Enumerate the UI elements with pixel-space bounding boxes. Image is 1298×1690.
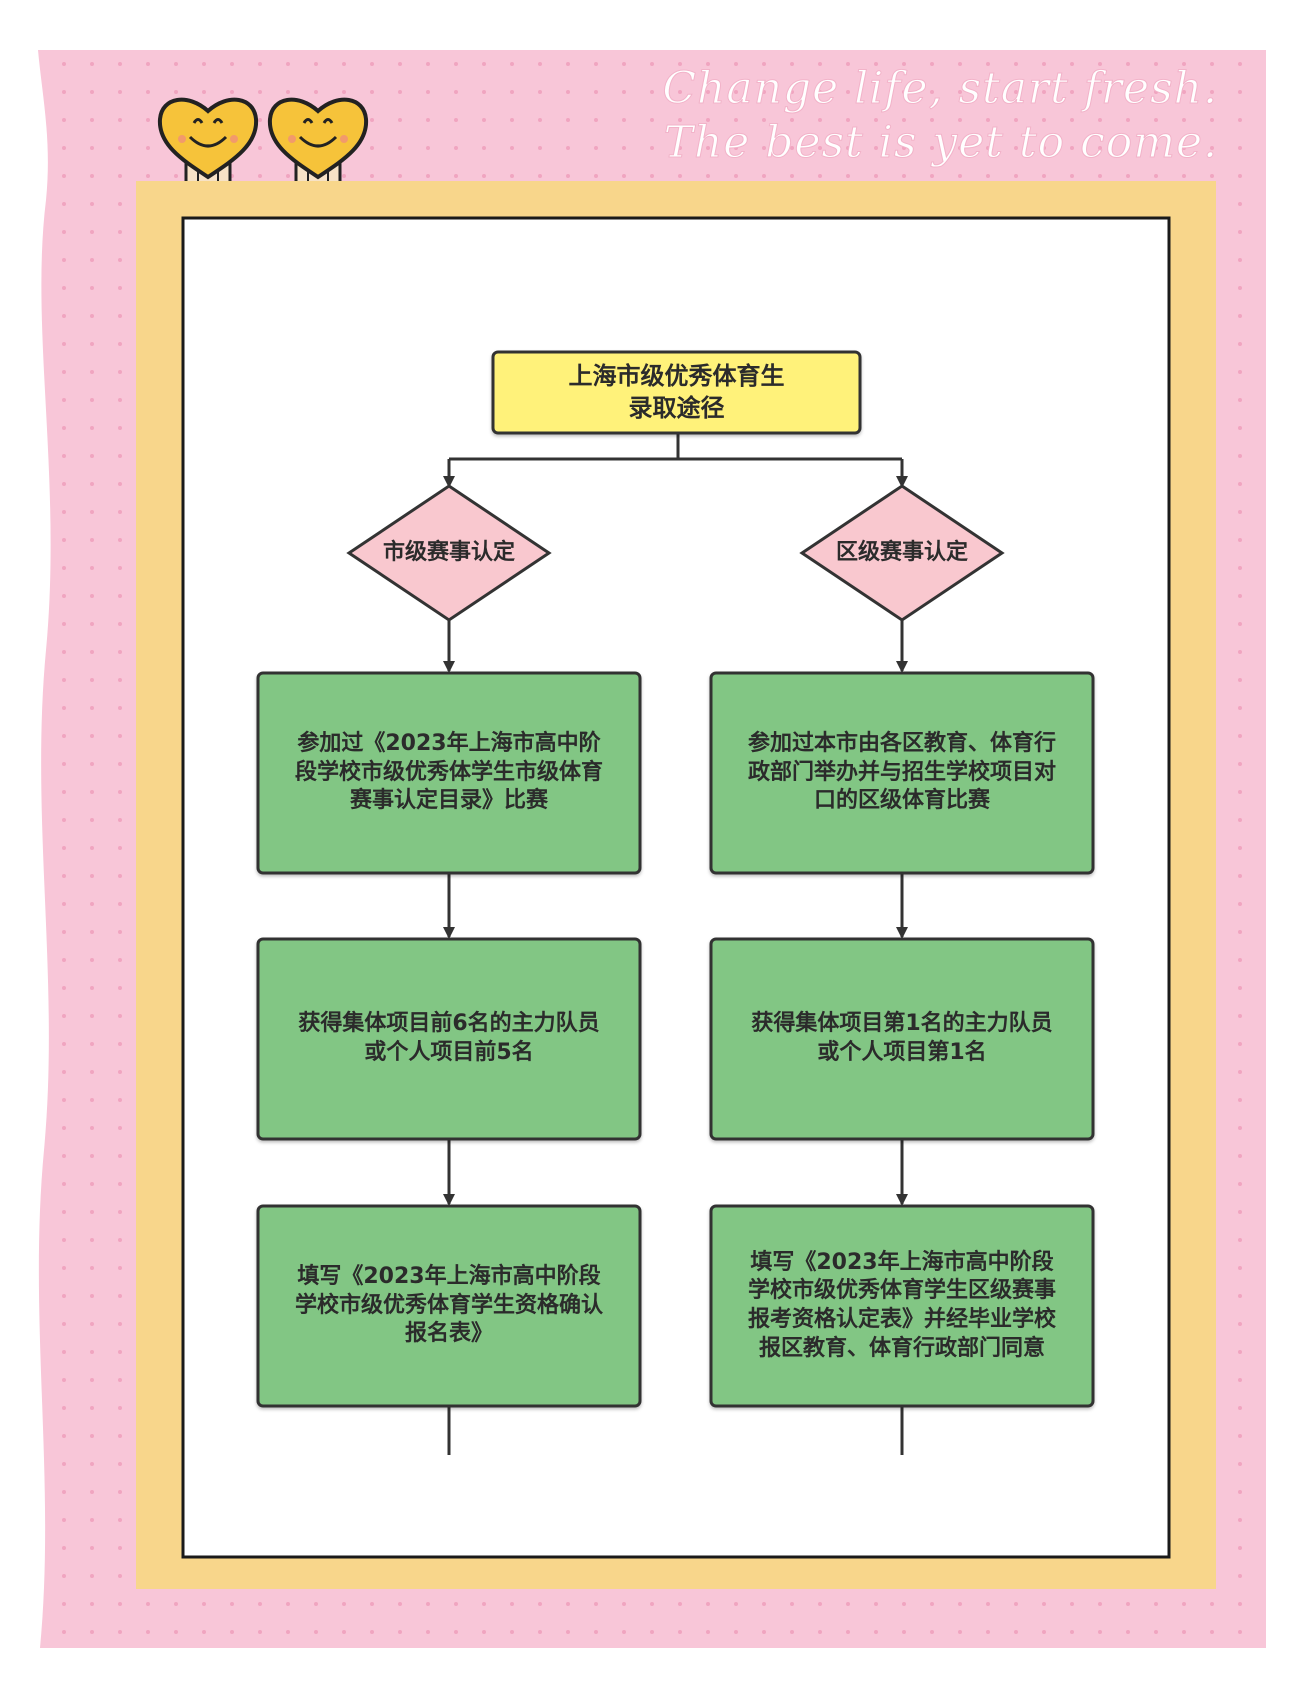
left-step-3-label: 填写《2023年上海市高中阶段 学校市级优秀体育学生资格确认 报名表》 <box>294 1264 603 1347</box>
decision-node-district: 区级赛事认定 <box>799 484 1005 622</box>
decision-node-district-label: 区级赛事认定 <box>835 539 968 565</box>
title-node-label: 上海市级优秀体育生 录取途径 <box>568 362 785 422</box>
slogan: Change life, start fresh. The best is ye… <box>662 63 1218 169</box>
right-step-3-label: 填写《2023年上海市高中阶段 学校市级优秀体育学生区级赛事 报考资格认定表》并… <box>747 1249 1056 1361</box>
left-step-3: 填写《2023年上海市高中阶段 学校市级优秀体育学生资格确认 报名表》 <box>256 1204 642 1408</box>
right-step-1-label: 参加过本市由各区教育、体育行 政部门举办并与招生学校项目对 口的区级体育比赛 <box>747 731 1056 814</box>
right-step-2: 获得集体项目第1名的主力队员 或个人项目第1名 <box>709 937 1095 1141</box>
left-step-2-label: 获得集体项目前6名的主力队员 或个人项目前5名 <box>298 1011 600 1065</box>
left-step-1-label: 参加过《2023年上海市高中阶 段学校市级优秀体学生市级体育 赛事认定目录》比赛 <box>294 731 603 814</box>
slogan-line-2: The best is yet to come. <box>664 117 1218 168</box>
connectors <box>443 433 908 1455</box>
left-step-1: 参加过《2023年上海市高中阶 段学校市级优秀体学生市级体育 赛事认定目录》比赛 <box>256 671 642 875</box>
title-node: 上海市级优秀体育生 录取途径 <box>491 350 862 435</box>
decision-node-city: 市级赛事认定 <box>346 484 552 622</box>
slogan-line-1: Change life, start fresh. <box>662 63 1218 114</box>
right-step-3: 填写《2023年上海市高中阶段 学校市级优秀体育学生区级赛事 报考资格认定表》并… <box>709 1204 1095 1408</box>
decision-node-city-label: 市级赛事认定 <box>382 539 515 565</box>
left-step-2: 获得集体项目前6名的主力队员 或个人项目前5名 <box>256 937 642 1141</box>
right-step-1: 参加过本市由各区教育、体育行 政部门举办并与招生学校项目对 口的区级体育比赛 <box>709 671 1095 875</box>
right-step-2-label: 获得集体项目第1名的主力队员 或个人项目第1名 <box>751 1011 1053 1065</box>
